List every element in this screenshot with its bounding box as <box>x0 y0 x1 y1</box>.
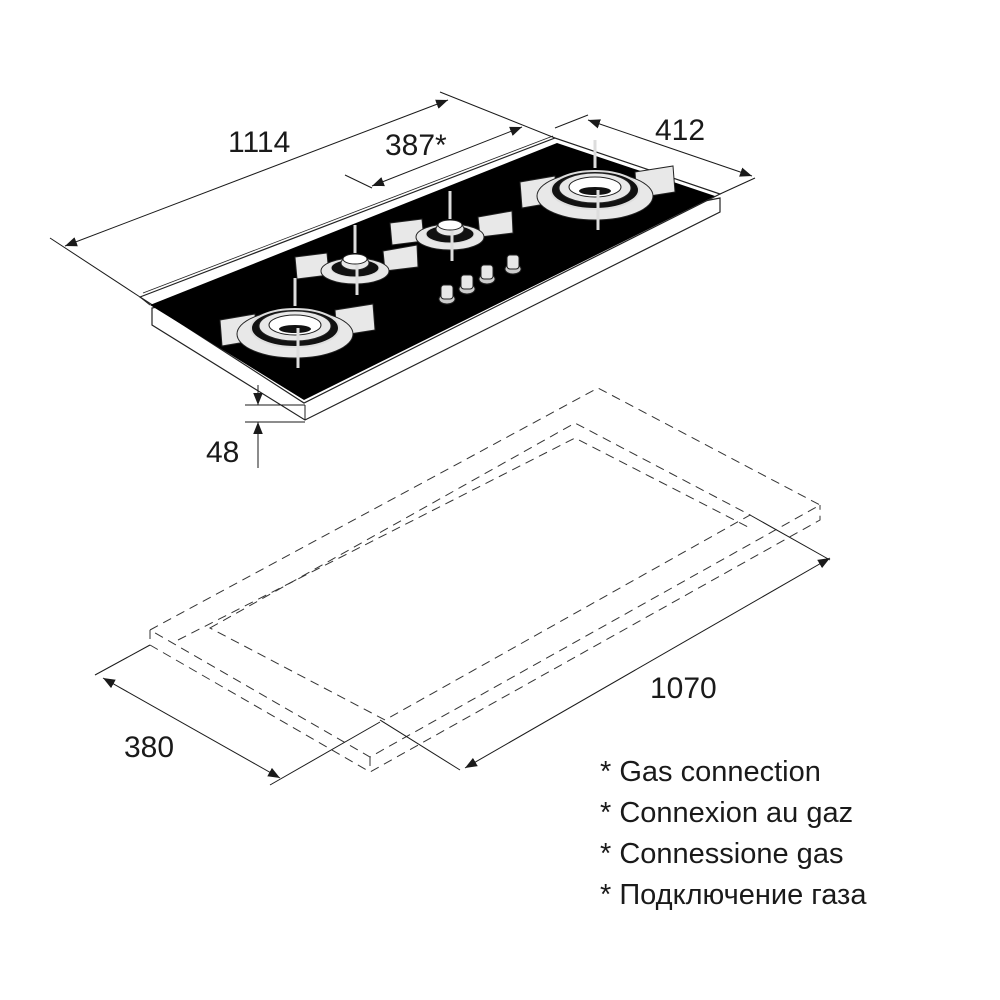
dim-height: 48 <box>206 436 239 469</box>
legend-item: * Connexion au gaz <box>600 797 854 829</box>
legend-item: * Подключение газа <box>600 879 867 911</box>
dim-width-overall: 1114 <box>228 126 290 159</box>
knob-icon <box>458 274 476 295</box>
cutout-dimension-lines <box>94 514 831 786</box>
dim-depth-overall: 412 <box>655 114 705 147</box>
dim-cutout-width: 1070 <box>650 672 717 705</box>
legend-item: * Gas connection <box>600 756 821 788</box>
dim-cutout-depth: 380 <box>124 731 174 764</box>
legend: * Gas connection * Connexion au gaz * Co… <box>600 752 866 916</box>
dimension-lines <box>49 91 756 468</box>
knob-icon <box>504 254 522 275</box>
legend-item: * Connessione gas <box>600 838 844 870</box>
cooktop <box>138 135 722 421</box>
dim-gas-connection: 387* <box>385 129 447 162</box>
knob-icon <box>438 284 456 305</box>
knob-icon <box>478 264 496 285</box>
cutout-outline <box>148 387 822 773</box>
